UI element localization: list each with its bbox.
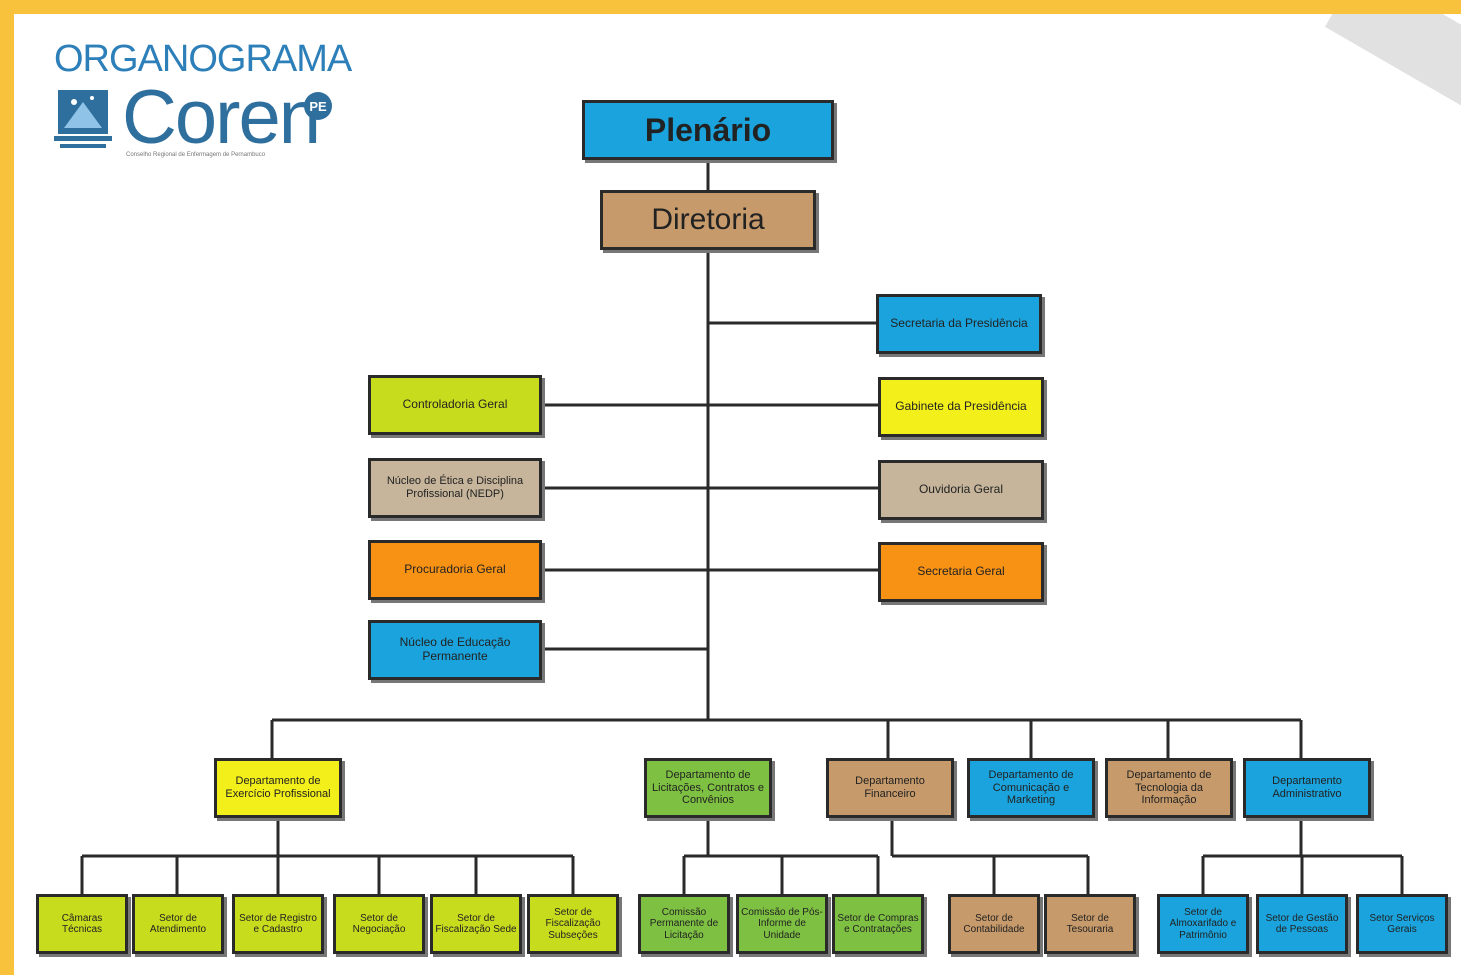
logo-name: Coren: [122, 75, 321, 160]
node-procuradoria-geral: Procuradoria Geral: [368, 540, 542, 600]
node-dep-tecnologia: Departamento de Tecnologia da Informação: [1105, 758, 1233, 818]
node-dep-licitacoes: Departamento de Licitações, Contratos e …: [644, 758, 772, 818]
node-dep-exercicio: Departamento de Exercício Profissional: [214, 758, 342, 818]
node-dep-administrativo: Departamento Administrativo: [1243, 758, 1371, 818]
logo-badge: PE: [304, 92, 332, 120]
node-setor-fisc-sede: Setor de Fiscalização Sede: [430, 894, 522, 954]
logo-title: ORGANOGRAMA: [54, 38, 352, 80]
node-setor-registro: Setor de Registro e Cadastro: [232, 894, 324, 954]
node-controladoria-geral: Controladoria Geral: [368, 375, 542, 435]
coren-emblem-icon: [54, 90, 112, 148]
node-comissao-interna: Comissão de Pós-Informe de Unidade: [736, 894, 828, 954]
node-nucleo-etica: Núcleo de Ética e Disciplina Profissiona…: [368, 458, 542, 518]
logo-subtitle: Conselho Regional de Enfermagem de Perna…: [126, 152, 266, 158]
node-setor-compras: Setor de Compras e Contratações: [832, 894, 924, 954]
connector-lines: [80, 159, 1404, 894]
node-plenario: Plenário: [582, 100, 834, 160]
node-nucleo-educacao: Núcleo de Educação Permanente: [368, 620, 542, 680]
node-dep-financeiro: Departamento Financeiro: [826, 758, 954, 818]
node-setor-atendimento: Setor de Atendimento: [132, 894, 224, 954]
node-gabinete-presidencia: Gabinete da Presidência: [878, 377, 1044, 437]
node-diretoria: Diretoria: [600, 190, 816, 250]
node-dep-comunicacao: Departamento de Comunicação e Marketing: [967, 758, 1095, 818]
node-secretaria-geral: Secretaria Geral: [878, 542, 1044, 602]
node-setor-tesouraria: Setor de Tesouraria: [1044, 894, 1136, 954]
node-setor-fisc-sub: Setor de Fiscalização Subseções: [527, 894, 619, 954]
node-comissao-permanente: Comissão Permanente de Licitação: [638, 894, 730, 954]
org-chart-canvas: ORGANOGRAMA Coren PE Conselho Regional d…: [14, 14, 1461, 975]
node-setor-negociacao: Setor de Negociação: [333, 894, 425, 954]
node-secretaria-presidencia: Secretaria da Presidência: [876, 294, 1042, 354]
node-setor-pessoas: Setor de Gestão de Pessoas: [1256, 894, 1348, 954]
node-ouvidoria-geral: Ouvidoria Geral: [878, 460, 1044, 520]
node-setor-servicos: Setor Serviços Gerais: [1356, 894, 1448, 954]
node-setor-contabilidade: Setor de Contabilidade: [948, 894, 1040, 954]
node-camaras-tecnicas: Câmaras Técnicas: [36, 894, 128, 954]
node-setor-almoxarifado: Setor de Almoxarifado e Patrimônio: [1157, 894, 1249, 954]
